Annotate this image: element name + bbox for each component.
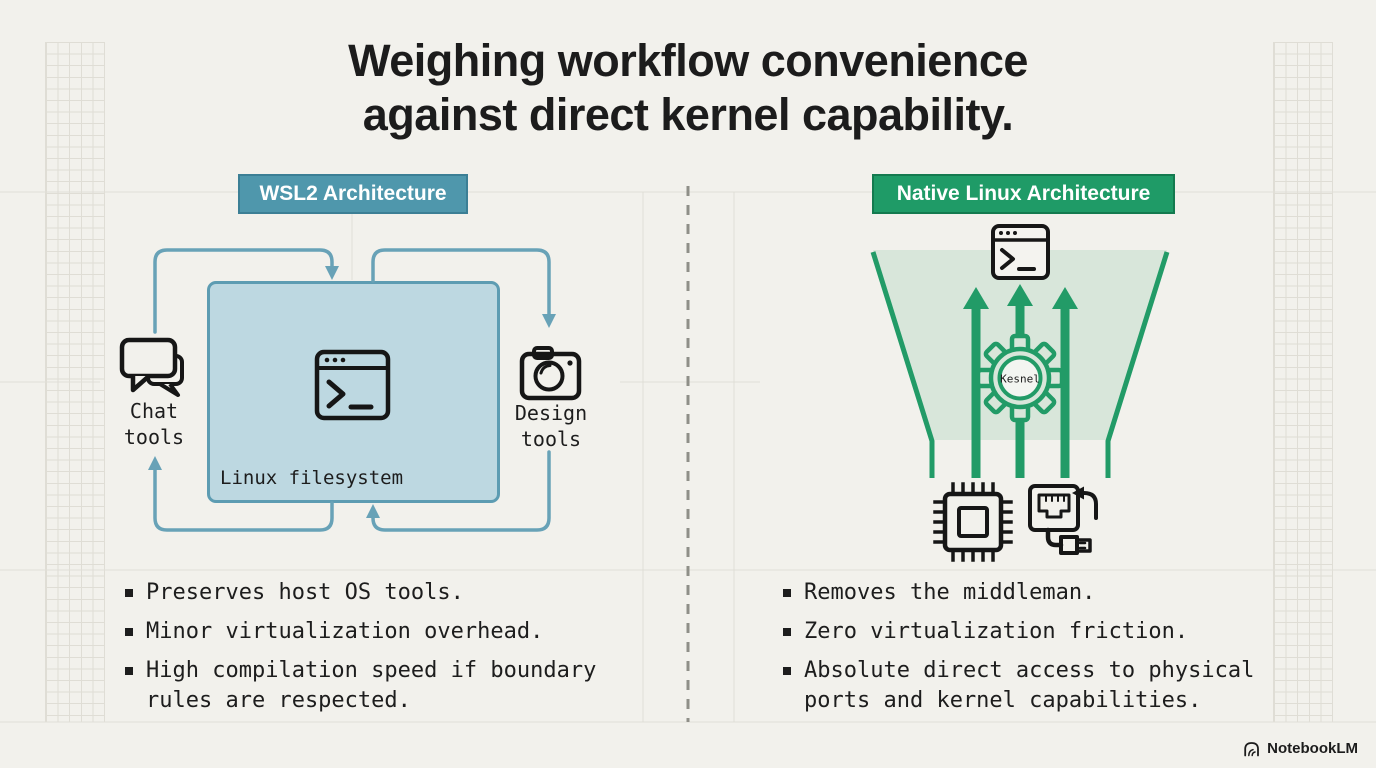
list-item: High compilation speed if boundary rules… [125, 656, 617, 716]
wsl2-architecture-header: WSL2 Architecture [238, 174, 468, 214]
bullet-square-icon [783, 628, 791, 636]
design-tools-label: Design tools [514, 401, 588, 451]
wsl2-bullet-list: Preserves host OS tools. Minor virtualiz… [125, 578, 617, 725]
camera-icon [519, 346, 582, 401]
wsl2-header-label: WSL2 Architecture [259, 182, 447, 205]
kernel-gear-label: Kesnel [1000, 373, 1040, 386]
list-item: Preserves host OS tools. [125, 578, 617, 608]
chat-tools-label: Chat tools [123, 399, 185, 449]
list-item: Absolute direct access to physical ports… [783, 656, 1285, 716]
list-item: Zero virtualization friction. [783, 617, 1285, 647]
list-item: Removes the middleman. [783, 578, 1285, 608]
cpu-chip-icon [933, 482, 1013, 562]
terminal-window-icon [991, 224, 1050, 280]
title-line-1: Weighing workflow convenience [348, 35, 1028, 86]
linux-filesystem-box [207, 281, 500, 503]
chat-bubbles-icon [119, 337, 184, 397]
bullet-text: Zero virtualization friction. [804, 619, 1189, 644]
bullet-text: Removes the middleman. [804, 580, 1096, 605]
bullet-text: High compilation speed if boundary rules… [146, 658, 597, 713]
page-title: Weighing workflow convenience against di… [0, 34, 1376, 142]
list-item: Minor virtualization overhead. [125, 617, 617, 647]
notebooklm-watermark: NotebookLM [1243, 740, 1358, 757]
bullet-square-icon [783, 589, 791, 597]
ethernet-plug-icon [1028, 484, 1098, 555]
funnel-borders [870, 251, 1170, 478]
native-header-label: Native Linux Architecture [896, 182, 1151, 205]
bullet-square-icon [125, 628, 133, 636]
native-bullet-list: Removes the middleman. Zero virtualizati… [783, 578, 1285, 725]
wsl2-flow-arrows [153, 248, 551, 532]
bullet-square-icon [125, 667, 133, 675]
native-linux-architecture-header: Native Linux Architecture [872, 174, 1175, 214]
bullet-square-icon [125, 589, 133, 597]
bullet-square-icon [783, 667, 791, 675]
bullet-text: Preserves host OS tools. [146, 580, 464, 605]
grid-pattern-right [1273, 42, 1333, 722]
bullet-text: Absolute direct access to physical ports… [804, 658, 1255, 713]
linux-filesystem-label: Linux filesystem [220, 467, 404, 489]
notebooklm-label: NotebookLM [1267, 740, 1358, 757]
kernel-gear-icon: Kesnel [975, 333, 1065, 423]
title-line-2: against direct kernel capability. [362, 89, 1014, 140]
bullet-text: Minor virtualization overhead. [146, 619, 544, 644]
notebooklm-logo [1244, 741, 1260, 756]
wsl2-flow-arrowheads [148, 266, 556, 518]
terminal-window-icon [314, 349, 391, 421]
